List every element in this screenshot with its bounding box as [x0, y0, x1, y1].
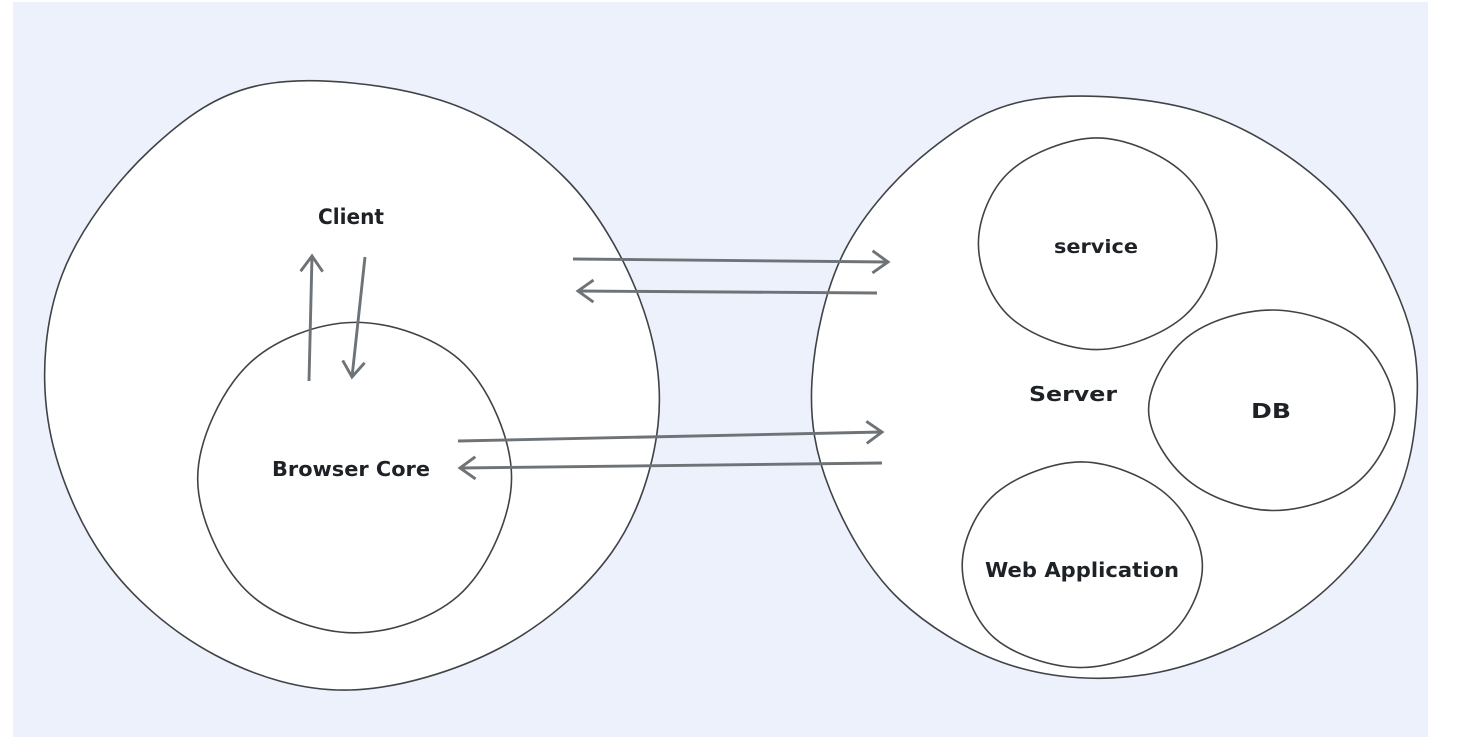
arrow-server-to-client[interactable]: [575, 278, 878, 304]
browser-core-shape[interactable]: [196, 321, 513, 634]
arrow-right-head-icon: [865, 420, 885, 445]
arrow-server-to-browser-core[interactable]: [457, 455, 883, 481]
arrow-client-to-browser-core[interactable]: [341, 256, 367, 380]
arrow-browser-core-to-server[interactable]: [457, 420, 885, 445]
service-label[interactable]: service: [1054, 236, 1138, 258]
service-shape[interactable]: [977, 137, 1218, 351]
db-label[interactable]: DB: [1251, 399, 1291, 423]
db-shape[interactable]: [1147, 309, 1396, 512]
arrow-right-head-icon: [871, 249, 891, 275]
server-boundary-shape[interactable]: [810, 95, 1419, 680]
web-application-shape[interactable]: [961, 461, 1204, 669]
arrow-browser-core-to-client[interactable]: [299, 253, 324, 382]
arrow-left-head-icon: [457, 455, 477, 481]
arrow-down-head-icon: [341, 359, 366, 380]
browser-core-label[interactable]: Browser Core: [272, 457, 430, 481]
client-label[interactable]: Client: [318, 205, 384, 229]
web-application-label[interactable]: Web Application: [985, 558, 1179, 582]
arrow-client-to-server[interactable]: [572, 249, 891, 275]
arrow-up-head-icon: [299, 253, 324, 273]
server-label[interactable]: Server: [1029, 382, 1117, 406]
arrow-left-head-icon: [575, 278, 595, 304]
